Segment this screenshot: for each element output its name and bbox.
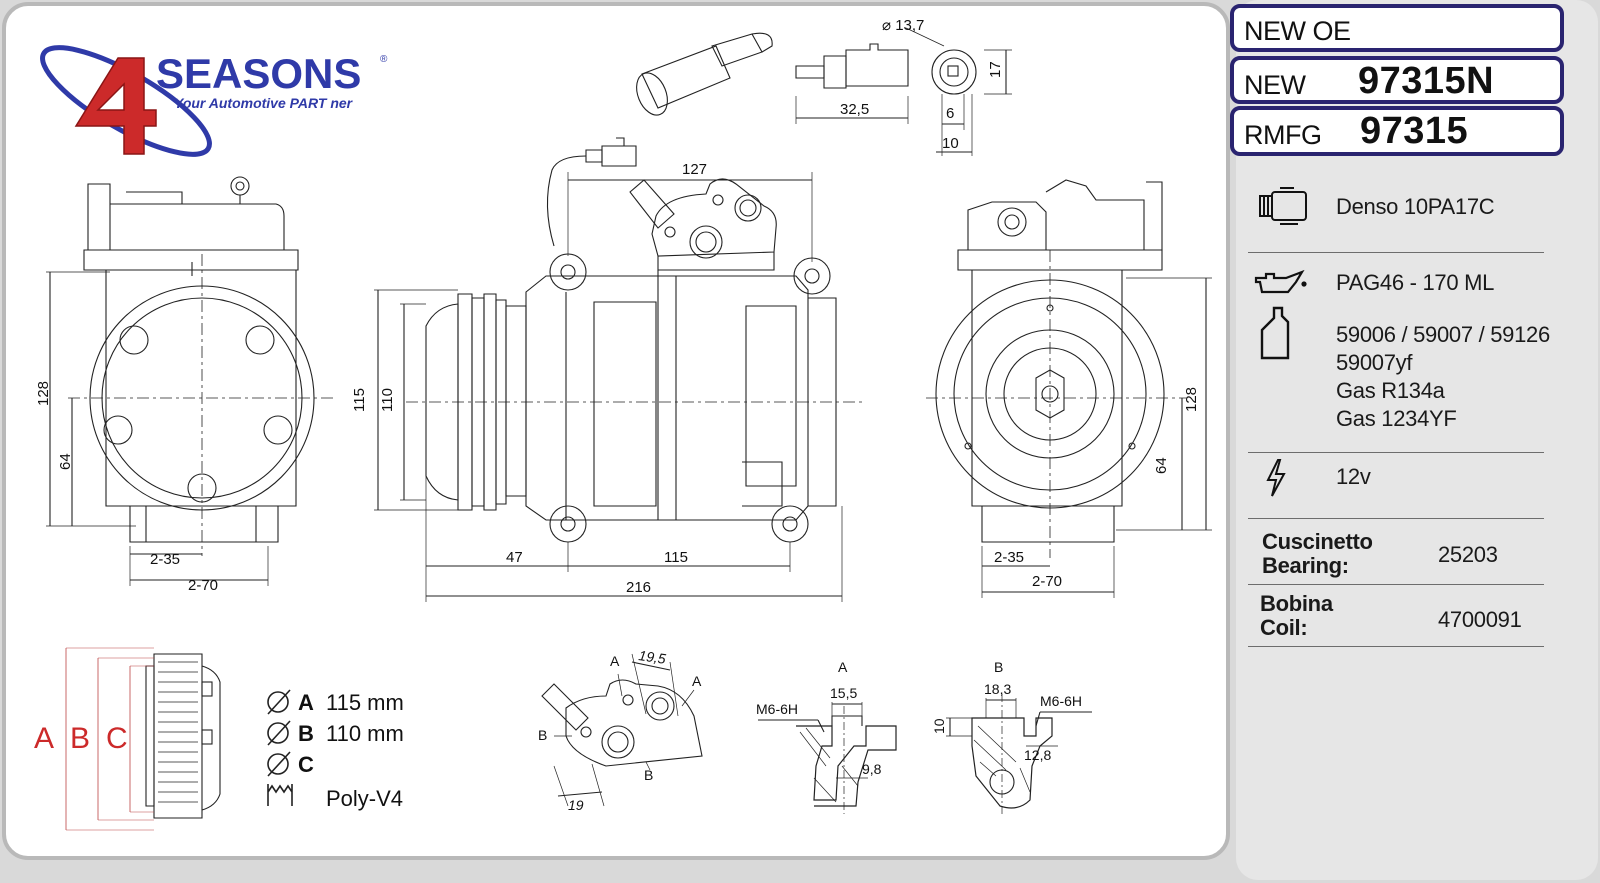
side-mid-dim: 115 (664, 549, 688, 566)
divider (1248, 452, 1544, 453)
gas-type-2: Gas 1234YF (1336, 406, 1457, 431)
brand-logo (40, 45, 212, 157)
connector-diameter-dim: ⌀ 13,7 (882, 17, 924, 34)
oil-ref-1: 59006 / 59007 / 59126 (1336, 322, 1550, 347)
side-total-dim: 216 (626, 579, 651, 596)
section-b-width-dim: 18,3 (984, 681, 1011, 697)
connector-detail (636, 27, 1012, 156)
port-b-left-label: B (538, 727, 547, 743)
pulley-row-b-letter: B (298, 721, 314, 746)
connector-width-dim: 10 (942, 135, 959, 152)
oil-ref-2: 59007yf (1336, 350, 1413, 375)
pulley-row-a-letter: A (298, 690, 314, 715)
oil-bottle-icon (1260, 306, 1290, 360)
coil-label-it: Bobina (1260, 591, 1333, 616)
port-width1-dim: 19,5 (638, 647, 667, 667)
section-a-depth-dim: 9,8 (862, 761, 882, 777)
side-d1-dim: 115 (351, 388, 368, 412)
connector-height-dim: 17 (987, 61, 1004, 78)
bearing-value: 25203 (1438, 542, 1498, 567)
coil-label-en: Coil: (1260, 615, 1308, 640)
technical-drawing-panel: SEASONS ® Your Automotive PART ner 128 6… (2, 2, 1230, 860)
new-oe-box: NEW OE (1230, 4, 1564, 52)
divider (1248, 252, 1544, 253)
side-top-dim: 127 (682, 161, 707, 178)
back-view (926, 179, 1212, 598)
new-part-box: NEW 97315N (1230, 56, 1564, 104)
pulley-detail (65, 647, 293, 831)
pulley-row-c-letter: C (298, 752, 314, 777)
pulley-letter-b: B (70, 722, 90, 755)
side-d2-dim: 110 (379, 388, 396, 412)
front-half-dim: 64 (57, 453, 74, 470)
front-hole2-dim: 2-70 (188, 577, 218, 594)
front-height-dim: 128 (35, 381, 52, 406)
lightning-icon (1266, 459, 1286, 497)
port-a-right-label: A (692, 673, 702, 689)
bearing-label-en: Bearing: (1262, 553, 1349, 578)
back-hole2-dim: 2-70 (1032, 573, 1062, 590)
rmfg-part-number: 97315 (1360, 110, 1469, 152)
pulley-row-a-value: 115 mm (326, 690, 404, 715)
back-height-dim: 128 (1183, 387, 1200, 412)
brand-tagline: Your Automotive PART ner (174, 95, 354, 111)
section-b-title: B (994, 659, 1003, 675)
compressor-icon (1259, 187, 1307, 225)
connector-length-dim: 32,5 (840, 101, 869, 118)
divider (1248, 646, 1544, 647)
gas-type-1: Gas R134a (1336, 378, 1445, 403)
section-a-width-dim: 15,5 (830, 685, 857, 701)
section-b-height-dim: 10 (931, 718, 947, 734)
section-a-thread: M6-6H (756, 701, 798, 717)
section-a-title: A (838, 659, 848, 675)
new-part-number: 97315N (1358, 60, 1495, 102)
new-label: NEW (1244, 70, 1306, 100)
front-hole1-dim: 2-35 (150, 551, 180, 568)
divider (1248, 584, 1544, 585)
coil-value: 4700091 (1438, 607, 1522, 632)
section-b-detail (946, 694, 1092, 814)
connector-pin-dim: 6 (946, 105, 954, 122)
side-left-dim: 47 (506, 549, 523, 566)
oil-can-icon (1254, 269, 1307, 294)
port-b-bottom-label: B (644, 767, 653, 783)
bearing-label-it: Cuscinetto (1262, 529, 1373, 554)
port-a-top-label: A (610, 653, 620, 669)
section-b-depth-dim: 12,8 (1024, 747, 1051, 763)
section-b-thread: M6-6H (1040, 693, 1082, 709)
side-view (374, 137, 866, 602)
technical-drawing: SEASONS ® Your Automotive PART ner 128 6… (34, 17, 1212, 831)
port-block-detail (541, 653, 703, 807)
front-view (46, 176, 336, 586)
divider (1248, 518, 1544, 519)
brand-name: SEASONS (156, 50, 361, 97)
back-hole1-dim: 2-35 (994, 549, 1024, 566)
pulley-letter-a: A (34, 722, 54, 755)
pulley-row-b-value: 110 mm (326, 721, 404, 746)
rmfg-label: RMFG (1244, 120, 1322, 150)
pulley-belt-type: Poly-V4 (326, 786, 403, 811)
compressor-model: Denso 10PA17C (1336, 194, 1495, 219)
rmfg-part-box: RMFG 97315 (1230, 106, 1564, 156)
voltage-spec: 12v (1336, 464, 1371, 489)
brand-trademark: ® (380, 54, 388, 65)
oil-spec: PAG46 - 170 ML (1336, 270, 1495, 295)
section-a-detail (758, 702, 897, 814)
pulley-letter-c: C (106, 722, 128, 755)
new-oe-label: NEW OE (1244, 16, 1351, 46)
back-half-dim: 64 (1153, 457, 1170, 474)
port-width2-dim: 19 (568, 797, 584, 813)
